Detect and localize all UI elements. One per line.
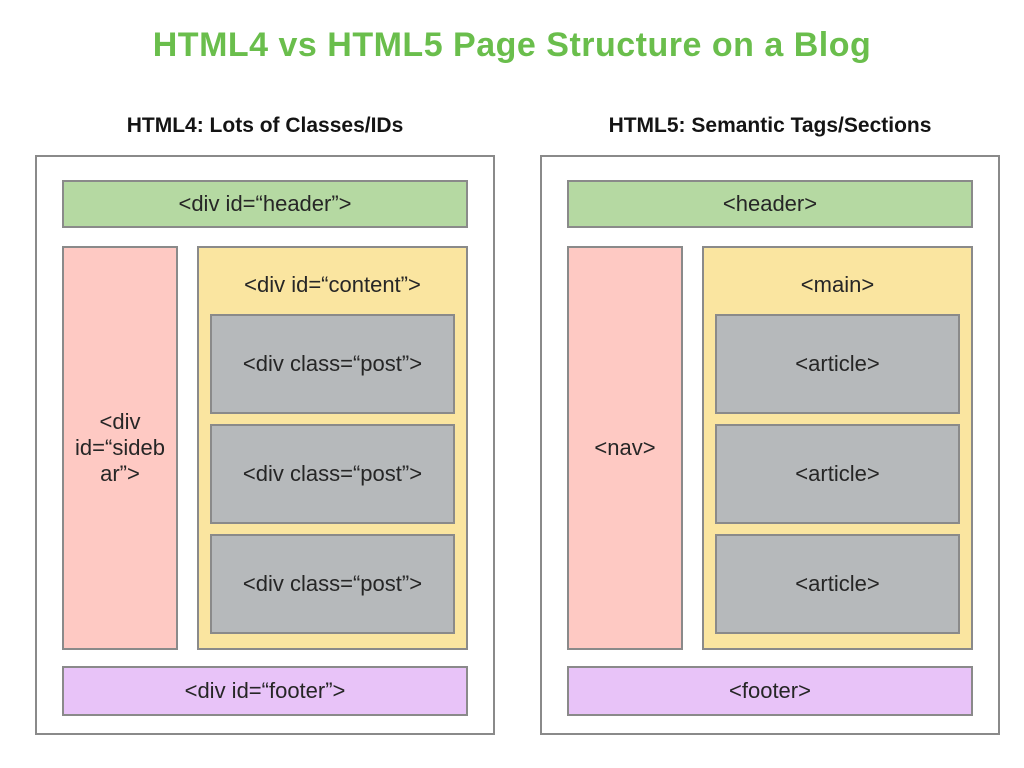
html5-main-label: <main> (800, 272, 875, 297)
html4-footer-box: <div id=“footer”> (62, 666, 468, 716)
html4-content-label: <div id=“content”> (244, 272, 421, 297)
html5-article-label-3: <article> (795, 571, 880, 596)
html5-header-box: <header> (567, 180, 973, 228)
html4-post-box-1: <div class=“post”> (210, 314, 455, 414)
html4-post-label-1: <div class=“post”> (242, 351, 423, 376)
html5-footer-label: <footer> (729, 678, 811, 703)
html5-article-label-2: <article> (795, 461, 880, 486)
html5-structure-panel: <header> <nav> <main> <article> <article… (540, 155, 1000, 735)
html4-post-box-2: <div class=“post”> (210, 424, 455, 524)
html5-article-box-1: <article> (715, 314, 960, 414)
html5-article-box-3: <article> (715, 534, 960, 634)
html5-header-label: <header> (722, 191, 818, 216)
html4-header-box: <div id=“header”> (62, 180, 468, 228)
html4-post-label-3: <div class=“post”> (242, 571, 423, 596)
html5-nav-label: <nav> (594, 435, 656, 460)
html4-post-label-2: <div class=“post”> (242, 461, 423, 486)
column-heading-html5: HTML5: Semantic Tags/Sections (608, 114, 932, 137)
html5-footer-box: <footer> (567, 666, 973, 716)
html4-structure-panel: <div id=“header”> <div id=“sideb ar”> <d… (35, 155, 495, 735)
html4-content-box: <div id=“content”> <div class=“post”> <d… (197, 246, 468, 650)
html5-nav-box: <nav> (567, 246, 683, 650)
html4-sidebar-box: <div id=“sideb ar”> (62, 246, 178, 650)
html4-footer-label: <div id=“footer”> (184, 678, 346, 703)
html5-article-label-1: <article> (795, 351, 880, 376)
html5-article-box-2: <article> (715, 424, 960, 524)
column-heading-html4: HTML4: Lots of Classes/IDs (126, 114, 404, 137)
html5-main-box: <main> <article> <article> <article> (702, 246, 973, 650)
html4-header-label: <div id=“header”> (178, 191, 352, 216)
html4-sidebar-label: <div id=“sideb ar”> (75, 409, 165, 486)
html4-post-box-3: <div class=“post”> (210, 534, 455, 634)
page-title: HTML4 vs HTML5 Page Structure on a Blog (152, 26, 872, 64)
